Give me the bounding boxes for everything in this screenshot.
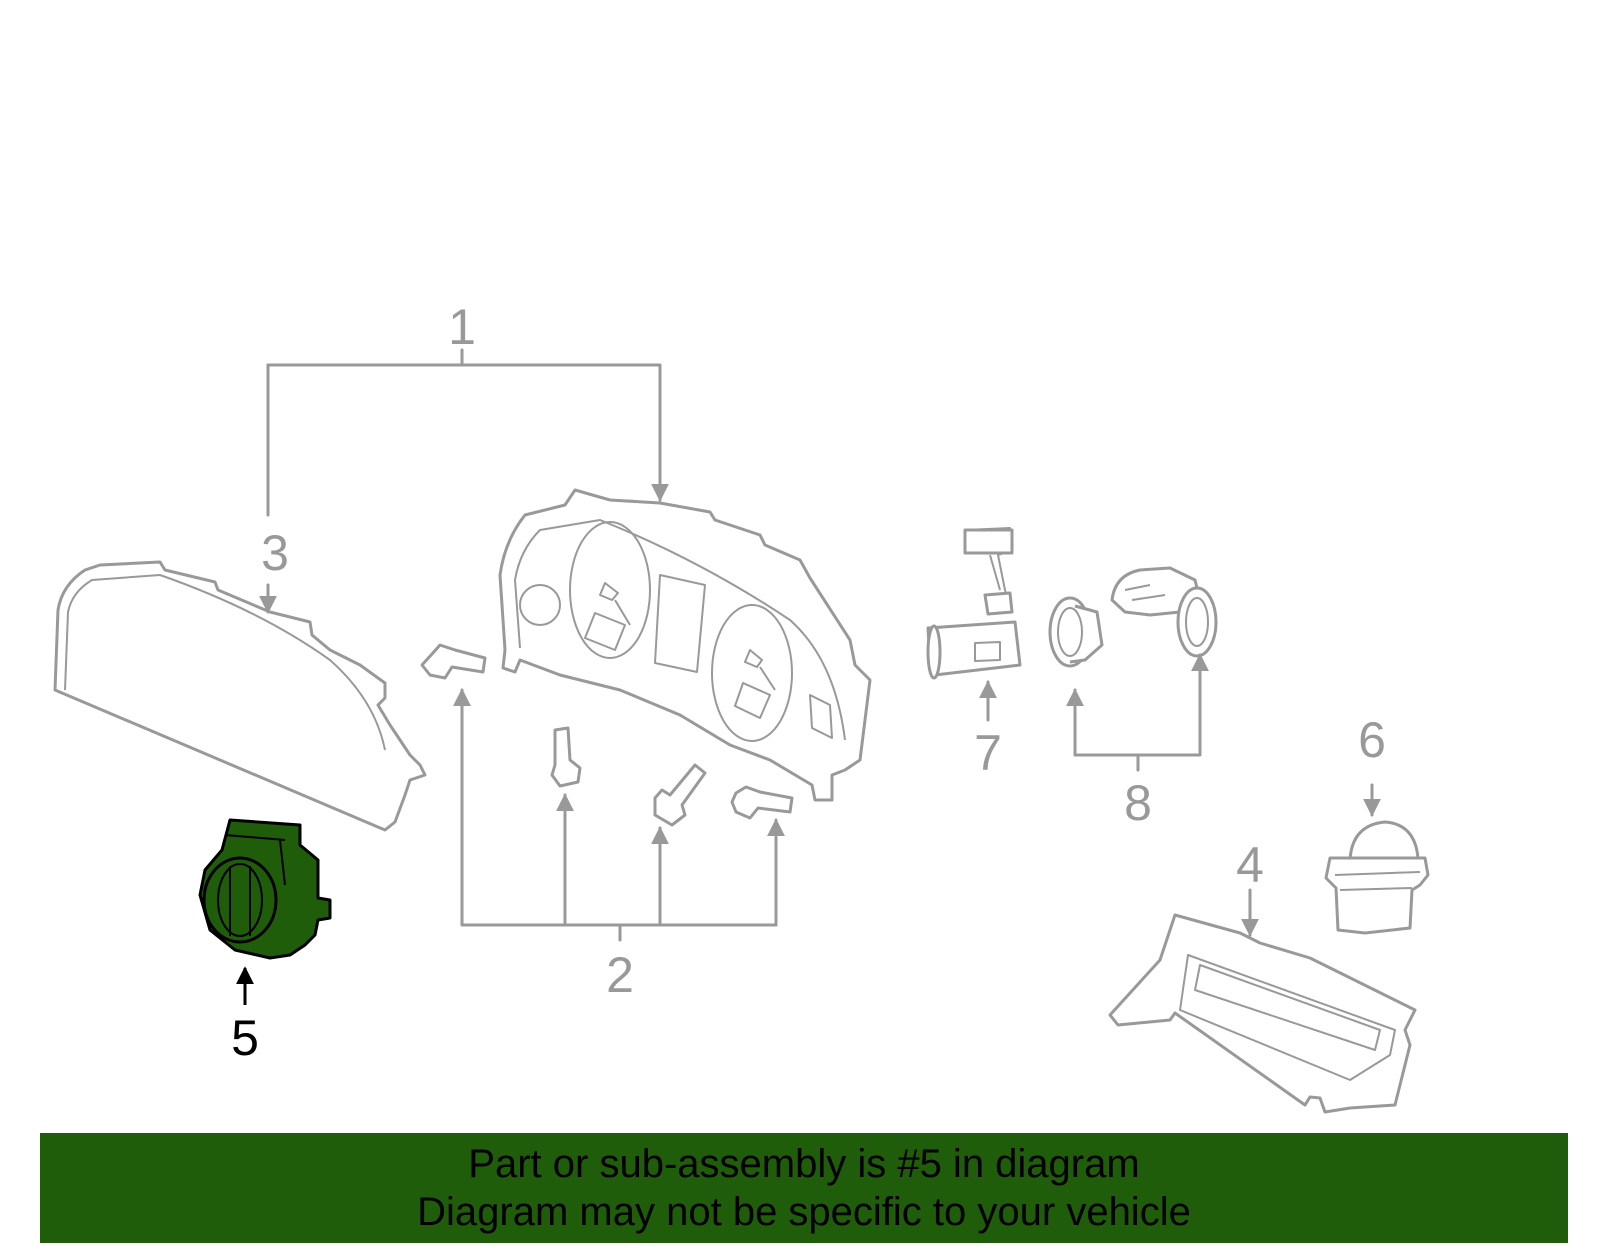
part-5-headlamp-switch	[198, 818, 332, 960]
part-8-bulbs	[1048, 566, 1218, 668]
callout-7: 7	[974, 725, 1002, 781]
part-4-display	[1108, 913, 1417, 1114]
callout-4: 4	[1236, 837, 1264, 893]
banner-line-disclaimer: Diagram may not be specific to your vehi…	[417, 1190, 1191, 1234]
part-5-knob	[202, 856, 278, 944]
banner-line-part: Part or sub-assembly is #5 in diagram	[468, 1142, 1140, 1186]
callout-6: 6	[1358, 712, 1386, 768]
callout-5: 5	[231, 1010, 259, 1066]
callout-2: 2	[606, 947, 634, 1003]
part-7-bulb-socket	[926, 527, 1022, 680]
callout-1: 1	[448, 299, 476, 355]
callout-8: 8	[1124, 775, 1152, 831]
info-banner: Part or sub-assembly is #5 in diagram Di…	[40, 1133, 1568, 1243]
part-3-cluster-bezel	[53, 560, 427, 832]
part-6-switch	[1324, 820, 1430, 935]
part-5-knob-grip	[217, 863, 263, 937]
callout-3: 3	[261, 525, 289, 581]
